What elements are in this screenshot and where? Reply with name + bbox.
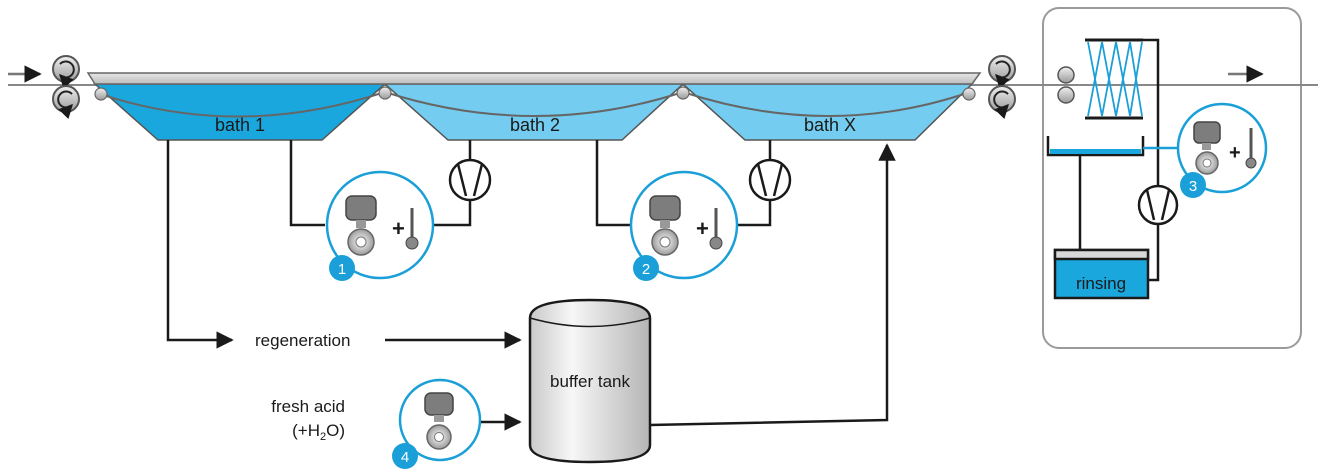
rinse-spray-feed bbox=[1143, 38, 1160, 282]
flowmeter-head-icon bbox=[1193, 121, 1221, 144]
pump-bath-1 bbox=[448, 158, 492, 202]
bath-1-drain-line bbox=[166, 140, 234, 349]
spray-nozzles bbox=[1085, 38, 1143, 120]
guide-roller bbox=[676, 86, 690, 100]
rinsing-tank bbox=[1053, 248, 1150, 300]
bath-1-label: bath 1 bbox=[215, 115, 265, 135]
sensor-3-badge: 3 bbox=[1189, 178, 1197, 195]
sensor-1: + 1 bbox=[325, 170, 435, 281]
svg-text:+: + bbox=[696, 216, 709, 241]
svg-text:+: + bbox=[392, 216, 405, 241]
sensor-2-badge: 2 bbox=[642, 261, 650, 278]
buffer-tank-label: buffer tank bbox=[550, 372, 631, 391]
guide-roller bbox=[962, 87, 976, 101]
sensor-3: + 3 bbox=[1176, 102, 1268, 198]
spray-rollers bbox=[1057, 66, 1075, 104]
bath-2-label: bath 2 bbox=[510, 115, 560, 135]
fresh-acid-water-label: (+H2O) bbox=[292, 421, 345, 443]
fresh-acid-label: fresh acid bbox=[271, 397, 345, 416]
guide-roller bbox=[94, 87, 108, 101]
bath-1-circulation-loop bbox=[289, 140, 472, 227]
sensor-2: + 2 bbox=[629, 170, 739, 281]
sensor-4-badge: 4 bbox=[401, 449, 409, 466]
rinsing-label: rinsing bbox=[1076, 274, 1126, 293]
regeneration-label: regeneration bbox=[255, 331, 350, 350]
drive-rollers-outlet bbox=[988, 55, 1016, 119]
strip-sag-bath-2 bbox=[384, 91, 684, 117]
sensor-1-badge: 1 bbox=[338, 261, 346, 278]
buffer-tank-return-line bbox=[649, 143, 896, 427]
buffer-tank bbox=[528, 298, 652, 464]
flowmeter-head-icon bbox=[424, 392, 454, 416]
guide-roller bbox=[378, 86, 392, 100]
drive-rollers-inlet bbox=[52, 55, 80, 119]
flowmeter-head-icon bbox=[345, 195, 377, 221]
rinse-collector-tray bbox=[1046, 136, 1145, 157]
pump-bath-2 bbox=[748, 158, 792, 202]
bath-2-circulation-loop bbox=[595, 140, 772, 227]
svg-text:+: + bbox=[1229, 142, 1241, 164]
bath-x-label: bath X bbox=[804, 115, 856, 135]
sensor-4: 4 bbox=[392, 378, 482, 469]
strip-hood bbox=[86, 72, 982, 85]
flowmeter-head-icon bbox=[649, 195, 681, 221]
pump-rinsing bbox=[1137, 184, 1179, 226]
strip-sag-bath-1 bbox=[99, 91, 386, 118]
strip-sag-bath-x bbox=[682, 91, 971, 117]
